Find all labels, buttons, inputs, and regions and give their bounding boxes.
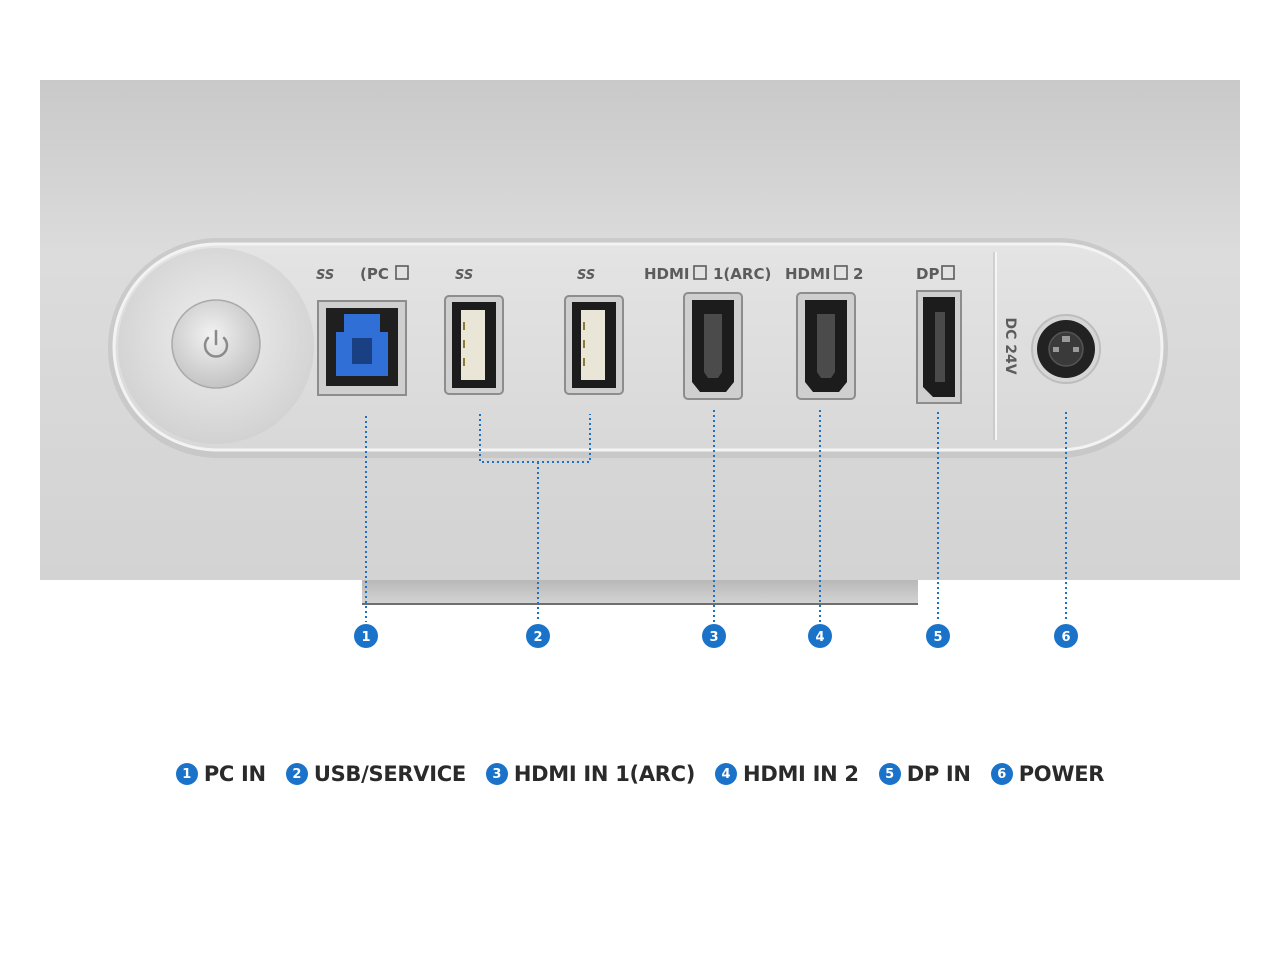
- legend-badge: 5: [878, 763, 901, 785]
- leader-lines: [365, 410, 1067, 622]
- dp-label: DP: [916, 265, 939, 283]
- callout-2: 2: [533, 630, 542, 645]
- hdmi-port-2[interactable]: [796, 292, 856, 400]
- power-button[interactable]: [171, 299, 261, 389]
- legend-label: POWER: [1018, 762, 1105, 786]
- callout-badges: 1 2 3 4 5 6: [354, 624, 1078, 648]
- legend-badge: 3: [485, 763, 508, 785]
- legend-badge: 1: [175, 763, 198, 785]
- legend-item-dp-in: 5 DP IN: [878, 762, 971, 786]
- callout-4: 4: [815, 630, 824, 645]
- legend-item-hdmi-in-2: 4 HDMI IN 2: [715, 762, 859, 786]
- usb-b-label: (PC: [360, 265, 389, 283]
- legend-label: USB/SERVICE: [313, 762, 466, 786]
- port-panel: [112, 242, 1164, 452]
- dc-label: DC 24V: [1002, 317, 1018, 374]
- legend-label: DP IN: [906, 762, 971, 786]
- hdmi2-label: HDMI: [785, 265, 831, 283]
- usb-b-ss-logo: SS: [316, 268, 334, 283]
- power-icon: [203, 329, 229, 358]
- hdmi1-suffix: 1(ARC): [713, 265, 771, 283]
- callout-3: 3: [709, 630, 718, 645]
- legend-label: HDMI IN 2: [743, 762, 859, 786]
- port-legend: 1 PC IN 2 USB/SERVICE 3 HDMI IN 1(ARC) 4…: [0, 756, 1280, 792]
- usb-a1-ss-logo: SS: [455, 268, 473, 283]
- legend-item-power: 6 POWER: [990, 762, 1105, 786]
- legend-label: HDMI IN 1(ARC): [513, 762, 696, 786]
- hdmi-port-1[interactable]: [683, 292, 743, 400]
- usb-a-port-2[interactable]: [564, 295, 624, 395]
- legend-badge: 2: [285, 763, 308, 785]
- legend-item-hdmi-in-1: 3 HDMI IN 1(ARC): [485, 762, 696, 786]
- usb-a2-ss-logo: SS: [577, 268, 595, 283]
- usb-a-port-1[interactable]: [444, 295, 504, 395]
- usb-b-port[interactable]: [317, 300, 407, 396]
- stand-neck: [362, 580, 918, 604]
- displayport-port[interactable]: [916, 290, 962, 404]
- hdmi1-label: HDMI: [644, 265, 690, 283]
- callout-1: 1: [361, 630, 370, 645]
- callout-5: 5: [933, 630, 942, 645]
- dc-jack[interactable]: [1031, 314, 1101, 384]
- legend-badge: 6: [990, 763, 1013, 785]
- callout-6: 6: [1061, 630, 1070, 645]
- legend-label: PC IN: [203, 762, 266, 786]
- legend-badge: 4: [715, 763, 738, 785]
- hdmi2-suffix: 2: [853, 265, 863, 283]
- legend-item-pc-in: 1 PC IN: [175, 762, 266, 786]
- legend-item-usb-service: 2 USB/SERVICE: [285, 762, 466, 786]
